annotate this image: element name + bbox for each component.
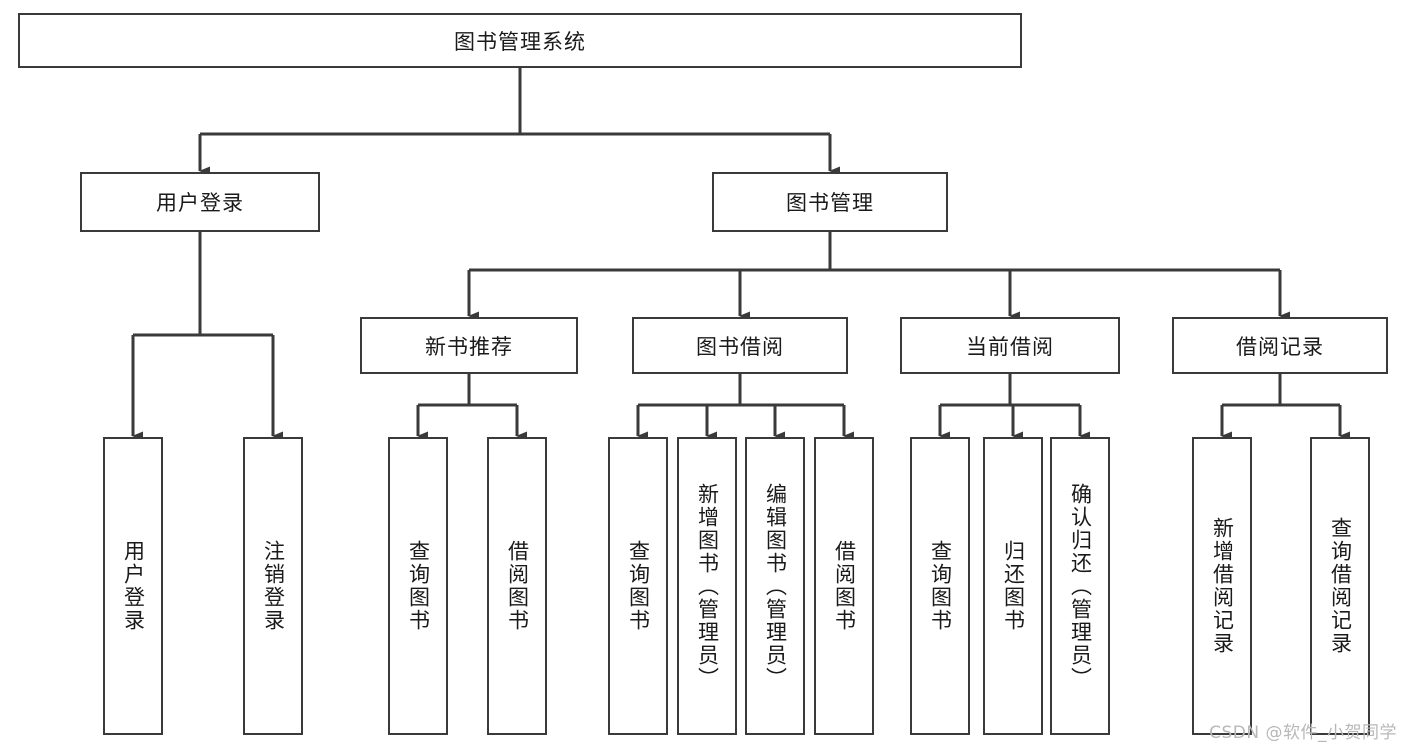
node-label: 借阅图书 (505, 540, 530, 632)
node-label: 编辑图书（管理员） (763, 482, 788, 690)
node-borrow-record[interactable]: 借阅记录 (1172, 317, 1388, 374)
node-leaf-confirm-return[interactable]: 确认归还（管理员） (1050, 437, 1110, 735)
node-leaf-query-book-borrow[interactable]: 查询图书 (608, 437, 668, 735)
node-label: 图书管理 (786, 191, 874, 215)
node-label: 新增借阅记录 (1210, 517, 1235, 655)
node-leaf-borrow-book[interactable]: 借阅图书 (814, 437, 874, 735)
node-label: 新增图书（管理员） (695, 482, 720, 690)
node-label: 注销登录 (261, 540, 286, 632)
watermark-text: CSDN @软件_小贺同学 (1209, 723, 1397, 743)
node-label: 借阅记录 (1236, 334, 1324, 359)
node-leaf-query-book-current[interactable]: 查询图书 (910, 437, 970, 735)
node-user-login[interactable]: 用户登录 (80, 172, 320, 232)
node-label: 归还图书 (1001, 540, 1026, 632)
node-label: 确认归还（管理员） (1068, 482, 1093, 690)
node-label: 图书管理系统 (454, 29, 586, 54)
node-label: 当前借阅 (966, 334, 1054, 359)
node-label: 查询借阅记录 (1328, 517, 1353, 655)
node-leaf-user-login[interactable]: 用户登录 (103, 437, 163, 735)
node-book-admin[interactable]: 图书管理 (712, 172, 948, 232)
node-new-book-rec[interactable]: 新书推荐 (360, 317, 578, 374)
node-root[interactable]: 图书管理系统 (18, 13, 1022, 68)
node-leaf-query-record[interactable]: 查询借阅记录 (1310, 437, 1370, 735)
node-leaf-return-book[interactable]: 归还图书 (983, 437, 1043, 735)
node-leaf-add-book[interactable]: 新增图书（管理员） (677, 437, 737, 735)
node-leaf-borrow-book-rec[interactable]: 借阅图书 (487, 437, 547, 735)
node-label: 用户登录 (121, 540, 146, 632)
node-label: 查询图书 (626, 540, 651, 632)
node-book-borrow[interactable]: 图书借阅 (632, 317, 848, 374)
node-label: 查询图书 (928, 540, 953, 632)
node-leaf-add-record[interactable]: 新增借阅记录 (1192, 437, 1252, 735)
node-leaf-edit-book[interactable]: 编辑图书（管理员） (745, 437, 805, 735)
node-current-borrow[interactable]: 当前借阅 (900, 317, 1120, 374)
node-label: 新书推荐 (425, 334, 513, 359)
node-label: 图书借阅 (696, 334, 784, 359)
node-label: 用户登录 (156, 191, 244, 215)
node-label: 借阅图书 (832, 540, 857, 632)
node-leaf-user-logout[interactable]: 注销登录 (243, 437, 303, 735)
node-label: 查询图书 (406, 540, 431, 632)
node-leaf-query-book-rec[interactable]: 查询图书 (388, 437, 448, 735)
